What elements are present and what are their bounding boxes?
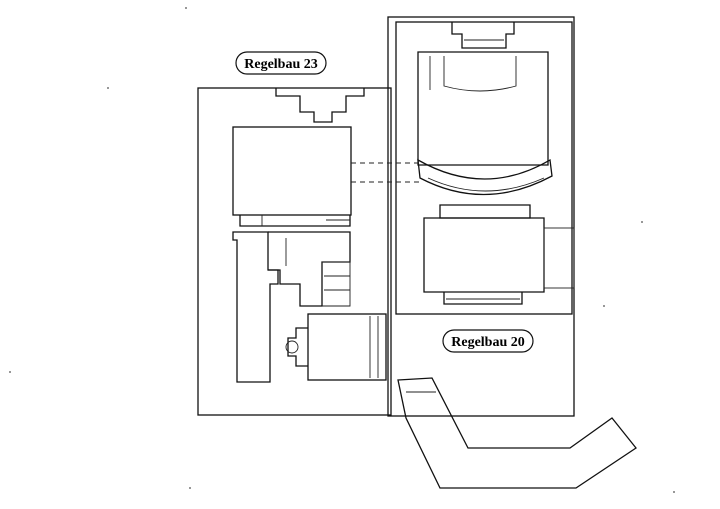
label-regelbau-20-text: Regelbau 20 <box>451 335 525 350</box>
top-entrance <box>451 22 515 49</box>
upper-niche <box>443 56 517 92</box>
regelbau-20-structure <box>387 16 575 417</box>
regelbau-23-outer-wall <box>197 87 392 416</box>
regelbau-23-side-room <box>232 231 279 383</box>
regelbau-20-inner-wall <box>395 21 573 315</box>
regelbau-23-structure <box>197 87 392 416</box>
regelbau-23-upper-room <box>232 126 352 216</box>
lower-room <box>423 217 545 293</box>
gun-embrasure <box>287 327 308 367</box>
lower-room-entrance <box>443 292 523 305</box>
side-annex <box>543 227 575 289</box>
regelbau-23-entrance <box>275 88 365 123</box>
upper-room <box>417 51 549 166</box>
lower-room-lintel <box>439 204 531 219</box>
regelbau-20-outer-wall <box>387 16 575 417</box>
angled-trench <box>397 377 637 489</box>
label-regelbau-23-text: Regelbau 23 <box>244 57 318 72</box>
scan-dots <box>9 7 675 493</box>
curved-wall-band <box>417 158 553 196</box>
casemate <box>307 313 387 381</box>
label-regelbau-23: Regelbau 23 <box>235 51 327 75</box>
label-regelbau-20: Regelbau 20 <box>442 329 534 353</box>
regelbau-23-corridor <box>268 231 351 307</box>
connecting-passage <box>351 162 420 183</box>
